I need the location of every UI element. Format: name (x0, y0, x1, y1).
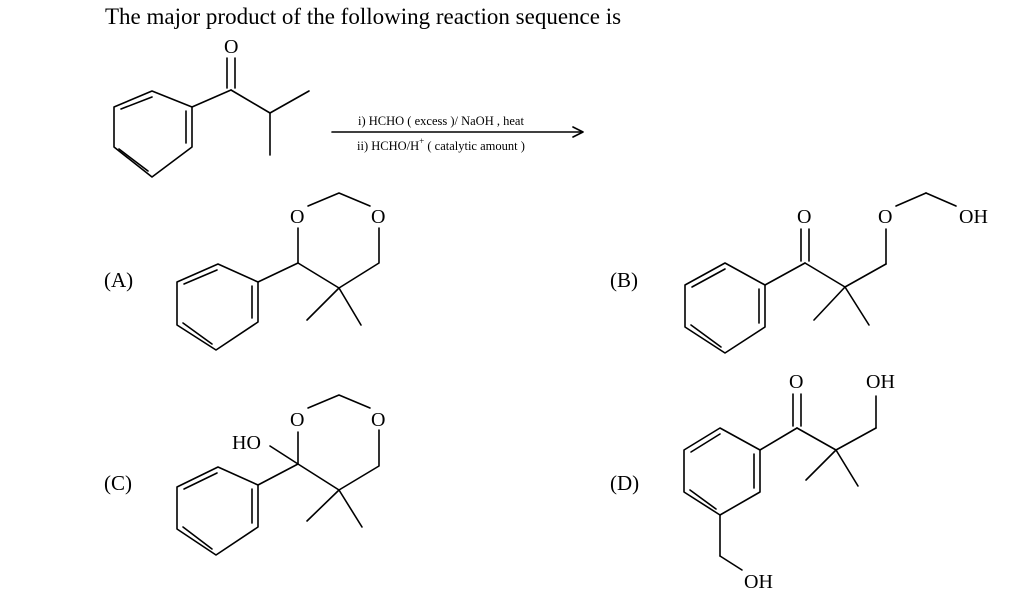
option-a-ring-oxygen: O (290, 206, 304, 228)
option-c-benzene-ring (176, 466, 259, 556)
option-b-chain-bond (925, 192, 957, 207)
reactant-ring-inner-bond (118, 148, 149, 172)
reactant-carbonyl-oxygen: O (224, 36, 238, 58)
option-c-ring-inner-bond (182, 526, 213, 550)
option-c-ring-oxygen: O (371, 409, 385, 431)
option-a-ring-substituent-bond (257, 262, 299, 283)
reactant-structure: O (113, 36, 310, 178)
option-c-ring-substituent-bond (257, 463, 299, 486)
option-d-hydroxyl: OH (866, 371, 895, 393)
option-a-dioxane-ring (297, 227, 380, 289)
reactant-methyl-bond (269, 90, 310, 114)
option-c-ring-oxygen: O (290, 409, 304, 431)
option-b-gem-methyl-bond (844, 286, 870, 326)
reaction-arrow-group: i) HCHO ( excess )/ NaOH , heat ii) HCHO… (331, 114, 584, 153)
option-b-carbonyl-oxygen: O (797, 206, 811, 228)
option-a-dioxane-ring (307, 192, 371, 207)
option-b-ring-inner-bond (690, 324, 722, 348)
option-d-label: (D) (610, 471, 639, 495)
option-b-gem-methyl-bond (813, 286, 846, 321)
option-c-hydroxyl-bond (269, 445, 299, 465)
option-a-gem-methyl-bond (306, 287, 340, 321)
option-d-chain-bond (835, 427, 877, 451)
option-c-gem-methyl-bond (306, 489, 340, 522)
option-b-label: (B) (610, 268, 638, 292)
option-d-hydroxymethyl-bond (719, 555, 743, 571)
question-text: The major product of the following react… (105, 4, 622, 29)
option-d-ring-hydroxyl: OH (744, 571, 773, 593)
option-d-ring-inner-bond (689, 489, 717, 510)
option-c: (C) HO O O (104, 394, 385, 556)
option-d-ring-inner-bond (690, 433, 721, 453)
option-d-benzene-ring (683, 427, 761, 516)
option-a-label: (A) (104, 268, 133, 292)
option-c-label: (C) (104, 471, 132, 495)
option-a-ring-oxygen: O (371, 206, 385, 228)
option-c-dioxane-ring (307, 394, 371, 409)
option-b-hydroxyl: OH (959, 206, 988, 228)
option-b-chain-bond (895, 192, 927, 207)
reaction-arrow-head (572, 126, 584, 138)
option-c-dioxane-ring (297, 429, 380, 491)
option-b: (B) O O OH (610, 192, 988, 354)
option-c-hydroxyl: HO (232, 432, 261, 454)
option-d-gem-methyl-bond (805, 449, 837, 481)
option-a-gem-methyl-bond (338, 287, 362, 326)
reactant-ring-to-carbonyl-bond (191, 89, 232, 108)
reactant-benzene-ring (113, 90, 193, 178)
option-d: (D) O OH OH (610, 371, 895, 593)
reactant-alpha-bond (230, 89, 271, 114)
option-c-ring-inner-bond (183, 472, 218, 490)
reaction-step-1: i) HCHO ( excess )/ NaOH , heat (358, 114, 524, 128)
option-b-benzene-ring (684, 262, 766, 354)
option-b-ring-inner-bond (691, 268, 726, 288)
option-a-benzene-ring (176, 263, 259, 351)
option-d-alpha-bond (796, 427, 837, 451)
option-a-ring-inner-bond (183, 269, 218, 285)
option-b-chain-bond (844, 263, 887, 288)
reactant-ring-inner-bond (120, 96, 153, 110)
option-b-ether-oxygen: O (878, 206, 892, 228)
option-a-ring-inner-bond (182, 322, 213, 345)
option-b-alpha-bond (804, 262, 846, 288)
option-c-gem-methyl-bond (338, 489, 363, 528)
option-b-ring-to-carbonyl-bond (764, 262, 806, 286)
option-d-ring-to-carbonyl-bond (759, 427, 798, 451)
option-a: (A) O O (104, 192, 385, 351)
option-d-carbonyl-oxygen: O (789, 371, 803, 393)
reaction-step-2: ii) HCHO/H+ ( catalytic amount ) (357, 136, 525, 153)
option-d-gem-methyl-bond (835, 449, 859, 487)
